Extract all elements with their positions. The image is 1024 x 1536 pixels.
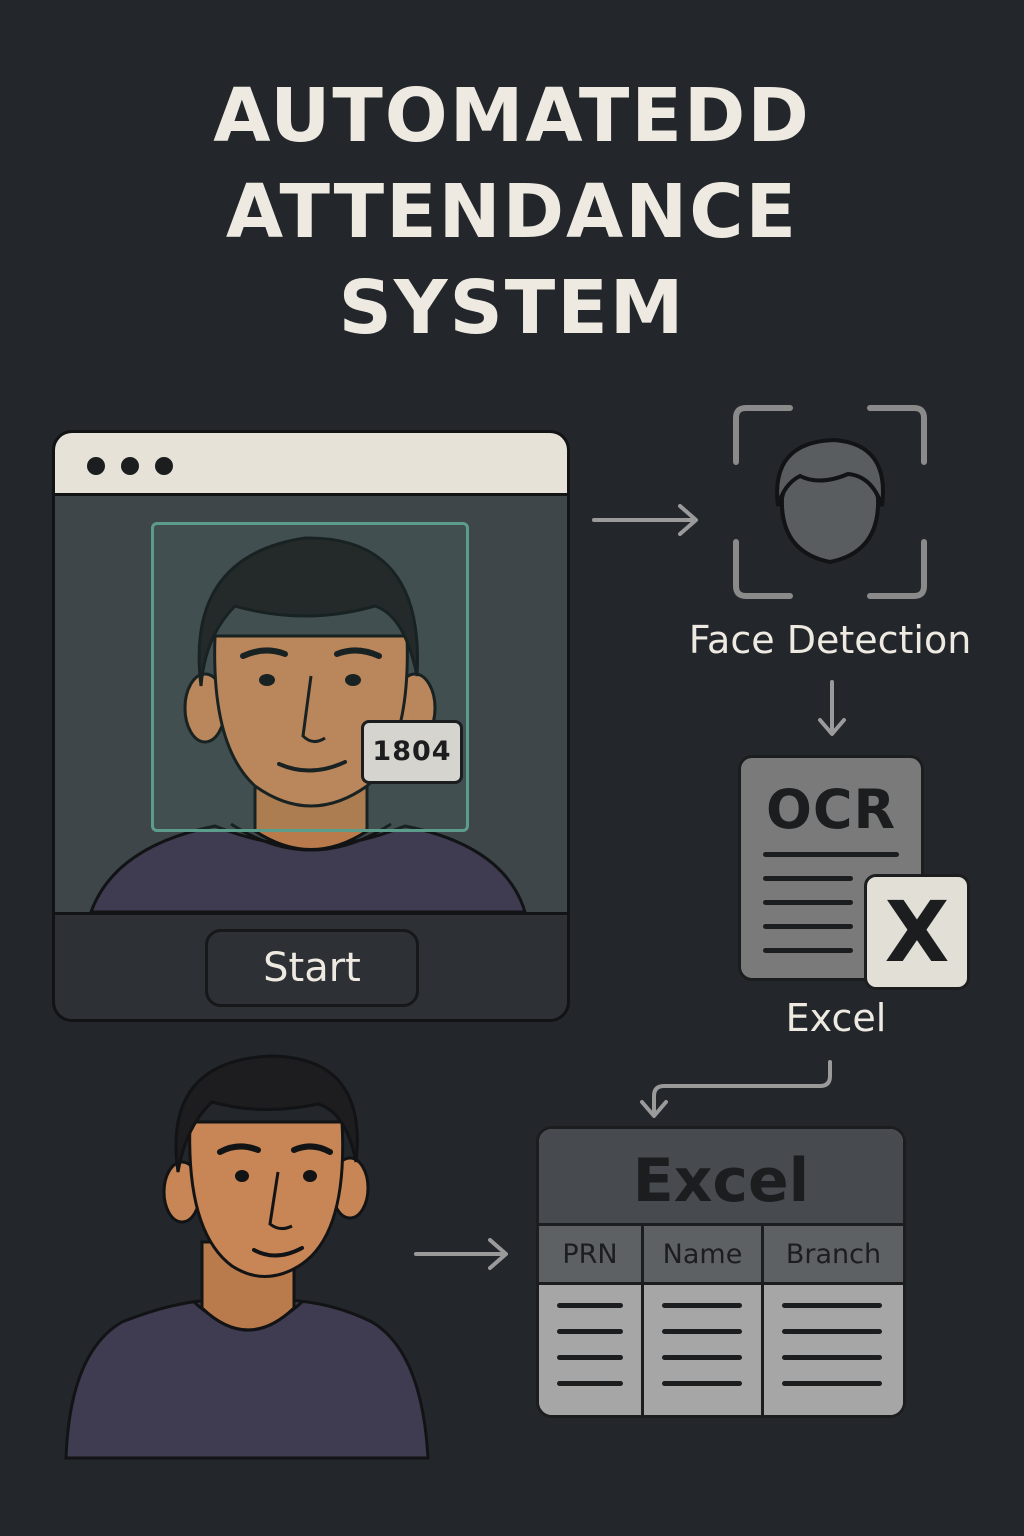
window-dot-icon[interactable] xyxy=(121,457,139,475)
ocr-document-icon: OCR xyxy=(738,755,924,981)
student-id-badge: 1804 xyxy=(361,720,463,784)
cell-line-icon xyxy=(782,1355,882,1360)
text-line-icon xyxy=(763,900,853,905)
ocr-label: OCR xyxy=(765,778,897,841)
cell-line-icon xyxy=(782,1329,882,1334)
cell-line-icon xyxy=(782,1303,882,1308)
text-line-icon xyxy=(763,924,853,929)
cell-line-icon xyxy=(557,1303,623,1308)
app-window: 1804 Start xyxy=(52,430,570,1022)
excel-step-label: Excel xyxy=(785,996,887,1040)
column-header-prn: PRN xyxy=(539,1226,641,1285)
column-divider xyxy=(641,1226,644,1415)
cell-line-icon xyxy=(557,1355,623,1360)
face-bounding-box xyxy=(151,522,469,832)
page-title-line-3: SYSTEM xyxy=(338,265,686,351)
table-column xyxy=(644,1285,761,1415)
column-header-name: Name xyxy=(644,1226,761,1285)
table-column xyxy=(764,1285,903,1415)
page-title-line-2: ATTENDANCE xyxy=(225,169,799,255)
window-dot-icon[interactable] xyxy=(155,457,173,475)
text-line-icon xyxy=(763,852,899,857)
page-title-line-1: AUTOMATEDD xyxy=(213,73,811,159)
cell-line-icon xyxy=(662,1329,742,1334)
text-line-icon xyxy=(763,876,853,881)
cell-line-icon xyxy=(557,1381,623,1386)
camera-feed: 1804 xyxy=(55,496,567,915)
arrow-down-icon xyxy=(818,680,846,736)
column-divider xyxy=(761,1226,764,1415)
face-detection-label: Face Detection xyxy=(688,618,972,662)
person-portrait-icon xyxy=(89,536,527,912)
cell-line-icon xyxy=(557,1329,623,1334)
cell-line-icon xyxy=(782,1381,882,1386)
text-line-icon xyxy=(763,948,853,953)
start-button[interactable]: Start xyxy=(205,929,419,1007)
cell-line-icon xyxy=(662,1303,742,1308)
cell-line-icon xyxy=(662,1381,742,1386)
cell-line-icon xyxy=(662,1355,742,1360)
person-avatar-icon xyxy=(64,1054,430,1460)
arrow-bent-icon xyxy=(640,1060,832,1118)
arrow-right-icon xyxy=(592,504,698,536)
face-detection-icon xyxy=(733,405,927,599)
excel-x-icon: X xyxy=(864,874,970,990)
spreadsheet-title: Excel xyxy=(539,1129,903,1226)
window-dot-icon[interactable] xyxy=(87,457,105,475)
table-column xyxy=(539,1285,641,1415)
window-titlebar xyxy=(55,433,567,496)
column-header-branch: Branch xyxy=(764,1226,903,1285)
attendance-spreadsheet: Excel PRN Name Branch xyxy=(536,1126,906,1418)
arrow-right-icon xyxy=(414,1238,508,1270)
